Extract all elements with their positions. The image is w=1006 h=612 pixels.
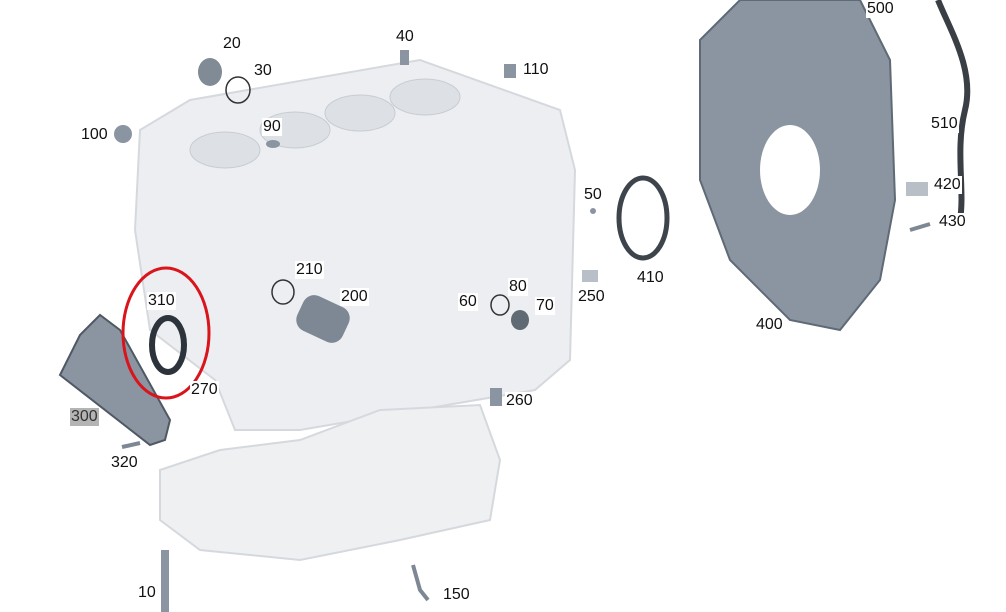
callout-320[interactable]: 320: [110, 454, 139, 472]
callout-80[interactable]: 80: [508, 278, 528, 296]
callout-200[interactable]: 200: [340, 288, 369, 306]
callout-400[interactable]: 400: [755, 316, 784, 334]
callout-110[interactable]: 110: [522, 61, 550, 79]
callout-300[interactable]: 300: [70, 408, 99, 426]
filter-200[interactable]: [292, 291, 353, 347]
callout-50[interactable]: 50: [583, 186, 603, 204]
callout-210[interactable]: 210: [295, 261, 324, 279]
callout-30[interactable]: 30: [253, 62, 273, 80]
callout-40[interactable]: 40: [395, 28, 415, 46]
seal-310[interactable]: [149, 315, 187, 375]
callout-250[interactable]: 250: [577, 288, 606, 306]
bearing-bedplate[interactable]: [159, 403, 502, 562]
callout-150[interactable]: 150: [442, 586, 471, 604]
callout-510[interactable]: 510: [930, 115, 959, 133]
highlight-circle: [121, 266, 211, 400]
callout-10[interactable]: 10: [137, 584, 157, 602]
callout-100[interactable]: 100: [80, 126, 109, 144]
callout-410[interactable]: 410: [636, 269, 665, 287]
cover-plate-300[interactable]: [58, 313, 172, 447]
callout-90[interactable]: 90: [262, 118, 282, 136]
callout-60[interactable]: 60: [458, 293, 478, 311]
callout-260[interactable]: 260: [505, 392, 534, 410]
callout-70[interactable]: 70: [535, 297, 555, 315]
callout-420[interactable]: 420: [933, 176, 962, 194]
seal-410[interactable]: [616, 175, 670, 261]
callout-430[interactable]: 430: [938, 213, 967, 231]
callout-310[interactable]: 310: [147, 292, 176, 310]
callout-500[interactable]: 500: [866, 0, 895, 18]
callout-20[interactable]: 20: [222, 35, 242, 53]
callout-270[interactable]: 270: [190, 381, 219, 399]
